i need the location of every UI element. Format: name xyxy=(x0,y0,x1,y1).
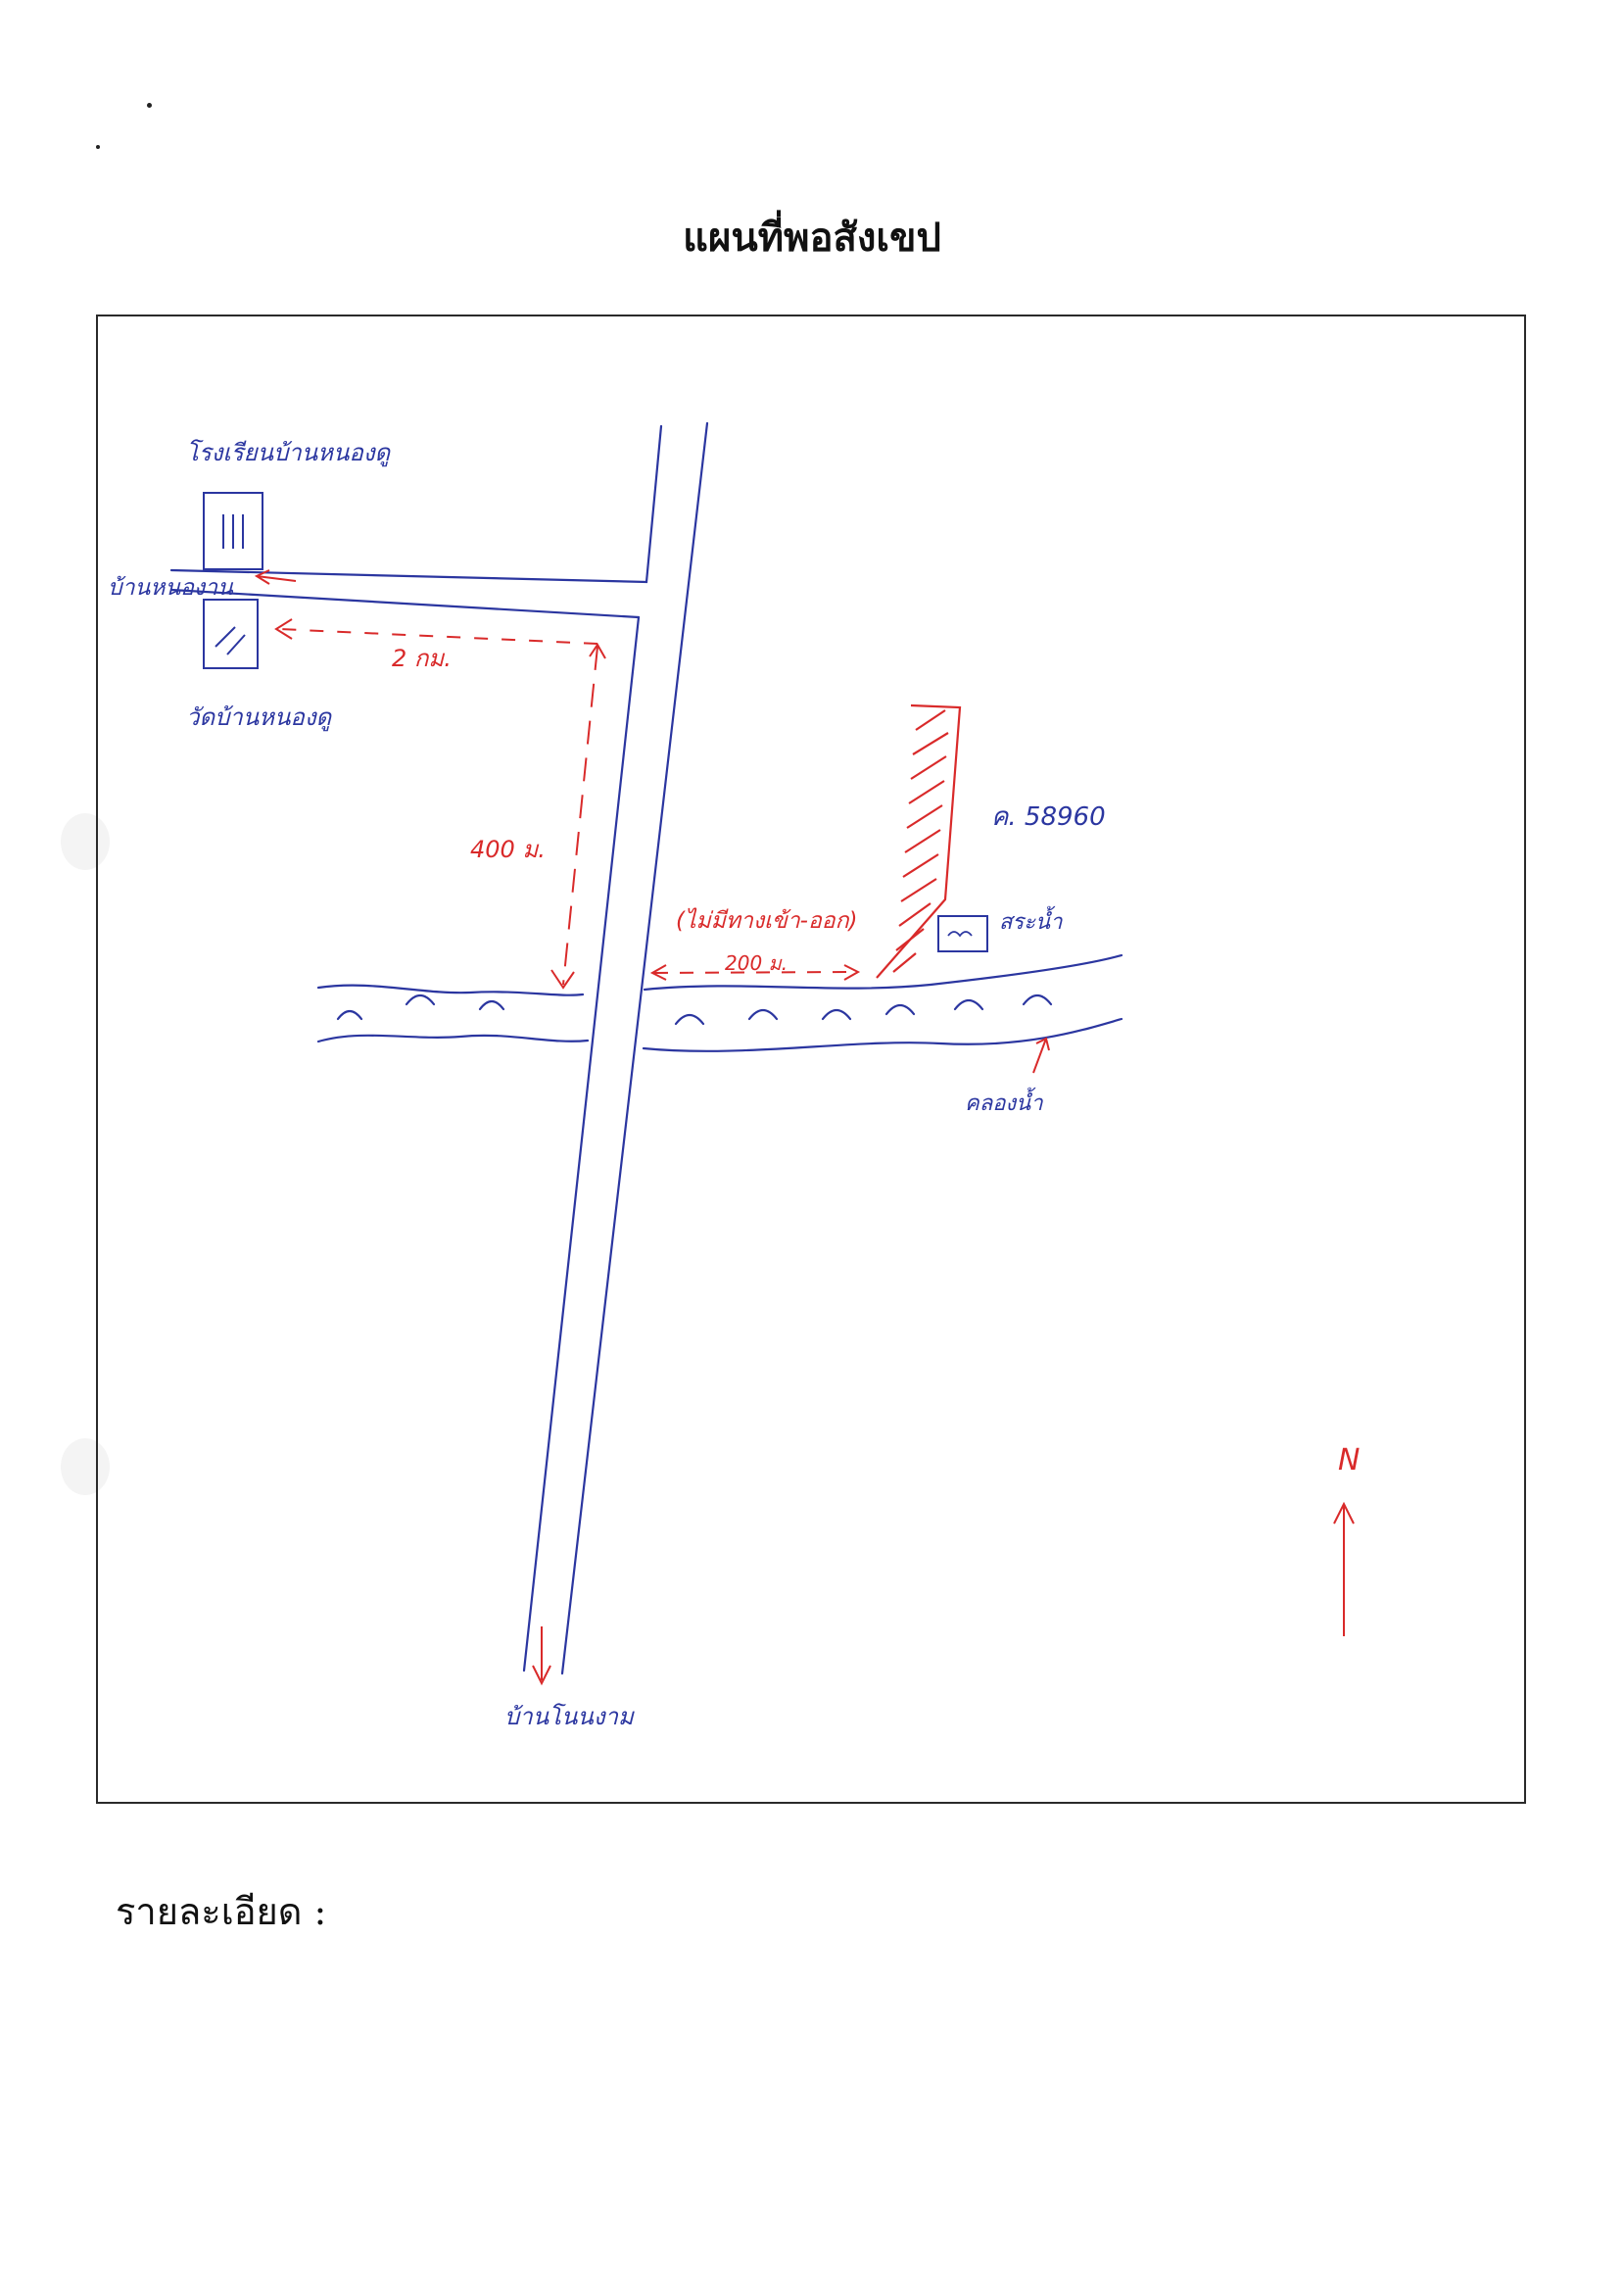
arrow-to-canal xyxy=(1032,1037,1050,1074)
water-wave-marks xyxy=(336,994,1053,1026)
temple-outline xyxy=(203,599,259,669)
land-parcel xyxy=(876,703,988,979)
canal-north-bank-east xyxy=(643,953,1123,992)
canal-north-bank-west xyxy=(316,984,585,996)
details-label: รายละเอียด : xyxy=(116,1890,327,1933)
parcel-hatching xyxy=(892,709,949,973)
label-dist-200m: 200 ม. xyxy=(725,951,788,975)
map-frame xyxy=(96,315,1526,1804)
canal-south-bank-west xyxy=(316,1034,590,1043)
arrowheads-400m xyxy=(550,643,606,990)
main-road-east-edge xyxy=(560,421,709,1675)
arrowhead-west-2 xyxy=(254,569,270,585)
label-school: โรงเรียนบ้านหนองดู xyxy=(186,439,392,467)
arrowhead-west xyxy=(274,618,293,640)
label-pond: สระน้ำ xyxy=(999,905,1063,935)
school-flag-lines xyxy=(222,514,244,549)
canal-south-bank-east xyxy=(642,1017,1123,1052)
dist-200m-line xyxy=(653,971,858,974)
main-road-west-edge xyxy=(522,615,641,1672)
label-village-west: บ้านหนองาน xyxy=(108,575,234,601)
north-arrow-shaft xyxy=(1333,1501,1355,1636)
label-no-access: (ไม่มีทางเข้า-ออก) xyxy=(676,907,858,934)
canal xyxy=(316,953,1123,1052)
road-network xyxy=(169,421,709,1675)
school-outline xyxy=(203,492,263,570)
punch-hole xyxy=(61,813,110,870)
label-canal: คลองน้ำ xyxy=(965,1087,1043,1116)
pond-icon xyxy=(937,915,988,952)
temple-marks xyxy=(215,626,246,655)
distance-annotations xyxy=(254,569,1050,1686)
dist-2km-line xyxy=(278,628,598,645)
arrow-to-village-west xyxy=(256,575,297,582)
arrow-south xyxy=(532,1626,551,1686)
label-parcel: ค. 58960 xyxy=(991,802,1106,832)
parcel-boundary xyxy=(876,703,962,979)
north-label: N xyxy=(1338,1443,1360,1478)
school-building-icon xyxy=(203,492,263,570)
label-temple: วัดบ้านหนองดู xyxy=(186,703,333,732)
dist-400m-line xyxy=(562,646,598,986)
label-dist-2km: 2 กม. xyxy=(392,645,452,672)
pond-wave xyxy=(947,931,973,938)
road-north-edge xyxy=(169,424,663,584)
page-title: แผนที่พอสังเขป xyxy=(683,215,941,261)
stray-mark xyxy=(147,103,152,108)
road-south-edge xyxy=(169,588,641,619)
label-dist-400m: 400 ม. xyxy=(470,836,546,863)
arrowheads-200m xyxy=(649,964,861,981)
stray-mark xyxy=(96,145,100,149)
north-arrow-icon: N xyxy=(1333,1443,1360,1636)
punch-hole xyxy=(61,1438,110,1495)
temple-icon xyxy=(203,599,259,669)
label-village-south: บ้านโนนงาม xyxy=(504,1703,635,1730)
